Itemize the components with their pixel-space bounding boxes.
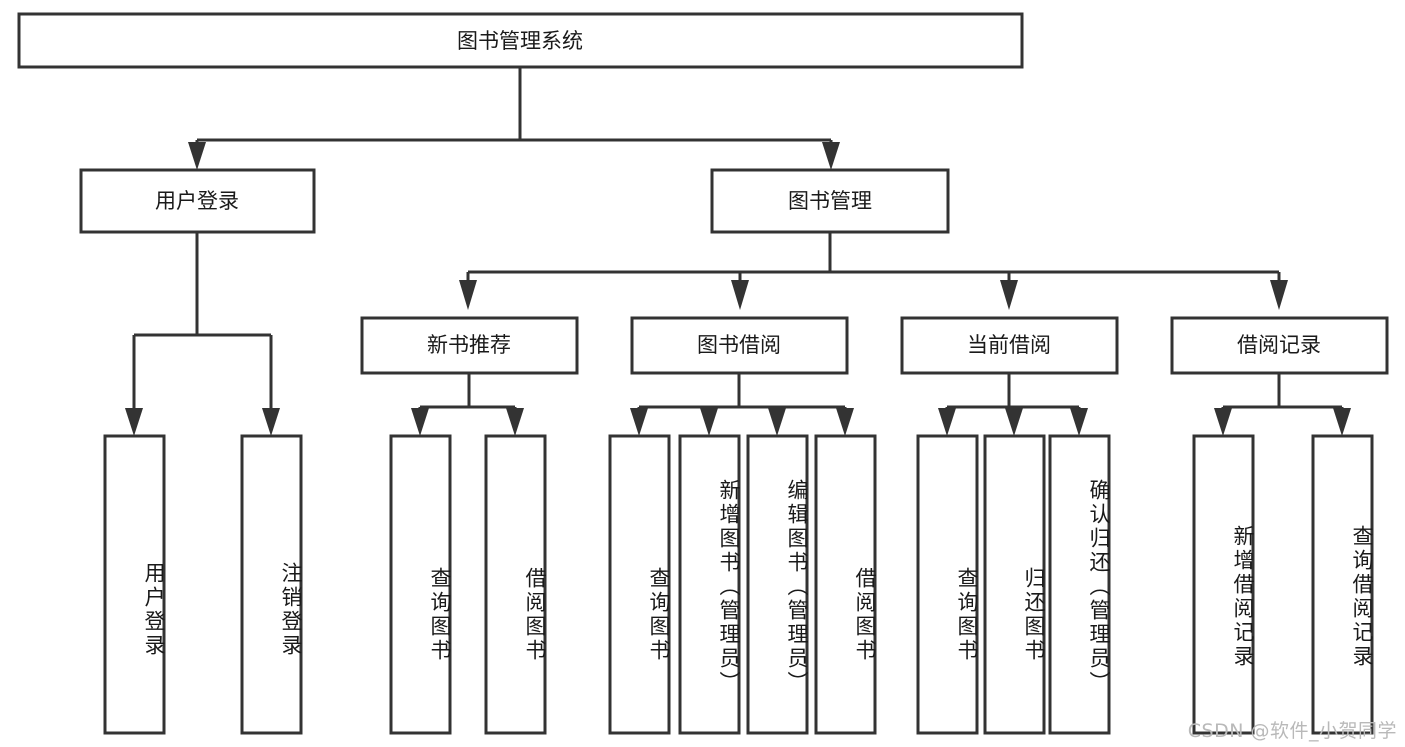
leaf-box-bb-1[interactable]	[608, 434, 671, 735]
arrow-head-leaf-cb-1	[938, 408, 956, 436]
node-book-borrow[interactable]: 图书借阅	[630, 316, 849, 375]
node-borrow-record-label: 借阅记录	[1237, 333, 1321, 357]
node-book-borrow-label: 图书借阅	[697, 333, 781, 357]
node-borrow-record[interactable]: 借阅记录	[1170, 316, 1389, 375]
node-current-borrow[interactable]: 当前借阅	[900, 316, 1119, 375]
leaf-box-bb-3[interactable]	[746, 434, 809, 735]
leaf-box-cb-3[interactable]	[1048, 434, 1111, 735]
node-borrow-record-box[interactable]	[1170, 316, 1389, 375]
arrow-head-leaf-nbr-2	[506, 408, 524, 436]
arrow-head-leaf-bb-4	[836, 408, 854, 436]
node-current-borrow-box[interactable]	[900, 316, 1119, 375]
arrow-head-leaf-user-login-1	[125, 408, 143, 436]
arrow-head-borrow-record	[1270, 280, 1288, 310]
leaf-box-br-2[interactable]	[1311, 434, 1374, 735]
leaf-box-nbr-2[interactable]	[484, 434, 547, 735]
node-new-book-recommend-box[interactable]	[360, 316, 579, 375]
node-root-label: 图书管理系统	[457, 29, 583, 53]
node-user-login-label: 用户登录	[155, 189, 239, 213]
node-new-book-recommend[interactable]: 新书推荐	[360, 316, 579, 375]
node-new-book-recommend-label: 新书推荐	[427, 333, 511, 357]
arrow-head-leaf-bb-3	[768, 408, 786, 436]
arrow-head-leaf-cb-2	[1005, 408, 1023, 436]
leaf-box-cb-2[interactable]	[983, 434, 1046, 735]
arrow-head-book-manage	[822, 142, 840, 170]
arrow-head-current-borrow	[1000, 280, 1018, 310]
node-user-login[interactable]: 用户登录	[79, 168, 316, 234]
arrow-head-new-book-recommend	[459, 280, 477, 310]
node-book-borrow-box[interactable]	[630, 316, 849, 375]
leaf-box-user-login-2[interactable]	[240, 434, 303, 735]
leaf-box-cb-1[interactable]	[916, 434, 979, 735]
arrow-head-leaf-bb-1	[630, 408, 648, 436]
leaf-box-br-1[interactable]	[1192, 434, 1255, 735]
arrow-head-leaf-nbr-1	[411, 408, 429, 436]
arrow-head-leaf-br-2	[1333, 408, 1351, 436]
node-current-borrow-label: 当前借阅	[967, 333, 1051, 357]
node-book-manage[interactable]: 图书管理	[710, 168, 950, 234]
arrow-head-user-login	[188, 142, 206, 170]
leaf-box-nbr-1[interactable]	[389, 434, 452, 735]
node-book-manage-label: 图书管理	[788, 189, 872, 213]
arrow-head-leaf-br-1	[1214, 408, 1232, 436]
csdn-watermark: CSDN @软件_小贺同学	[1187, 720, 1397, 742]
arrow-head-leaf-bb-2	[700, 408, 718, 436]
leaf-box-bb-4[interactable]	[814, 434, 877, 735]
arrow-head-book-borrow	[731, 280, 749, 310]
node-root[interactable]: 图书管理系统	[17, 12, 1024, 69]
arrow-head-leaf-cb-3	[1070, 408, 1088, 436]
node-root-box[interactable]	[17, 12, 1024, 69]
leaf-box-bb-2[interactable]	[678, 434, 741, 735]
leaf-box-user-login-1[interactable]	[103, 434, 166, 735]
arrow-head-leaf-user-login-2	[262, 408, 280, 436]
node-book-manage-box[interactable]	[710, 168, 950, 234]
